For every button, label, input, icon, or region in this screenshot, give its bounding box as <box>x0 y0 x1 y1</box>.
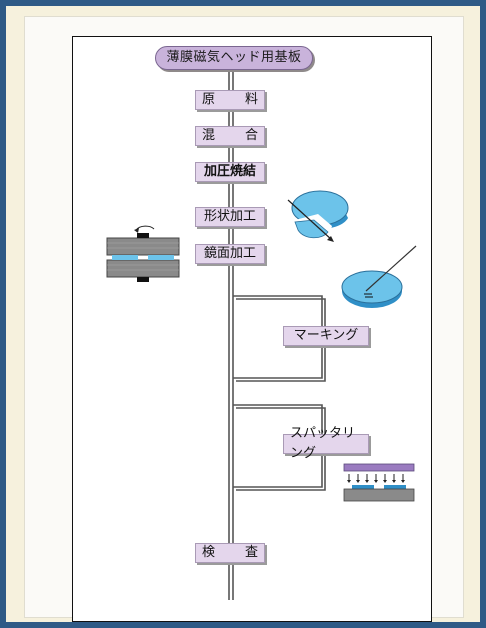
step-raw-material: 原 料 <box>195 90 265 110</box>
step-shape-label: 形状加工 <box>203 209 256 224</box>
step-marking: マーキング <box>283 326 369 346</box>
step-mirror-label: 鏡面加工 <box>203 246 256 261</box>
step-raw-right: 料 <box>244 92 258 107</box>
step-pressure-sintering: 加圧焼結 <box>195 162 265 182</box>
step-mix-left: 混 <box>202 128 216 143</box>
step-inspect-left: 検 <box>202 545 216 560</box>
step-shape-processing: 形状加工 <box>195 207 265 227</box>
step-sinter-label: 加圧焼結 <box>203 164 256 179</box>
step-sputter-label: スパッタリング <box>290 426 356 461</box>
step-inspection: 検 査 <box>195 543 265 563</box>
step-mix-right: 合 <box>244 128 258 143</box>
marking-wafer-icon <box>341 245 417 308</box>
diagram-title: 薄膜磁気ヘッド用基板 <box>155 46 313 70</box>
step-mirror-processing: 鏡面加工 <box>195 244 265 264</box>
sputter-icon <box>343 463 415 502</box>
step-sputtering: スパッタリング <box>283 426 369 461</box>
step-inspect-right: 査 <box>244 545 258 560</box>
cutting-wafer-icon <box>287 190 349 242</box>
step-raw-left: 原 <box>202 92 216 107</box>
press-icon <box>106 225 180 282</box>
step-mixing: 混 合 <box>195 126 265 146</box>
step-marking-label: マーキング <box>293 328 359 343</box>
